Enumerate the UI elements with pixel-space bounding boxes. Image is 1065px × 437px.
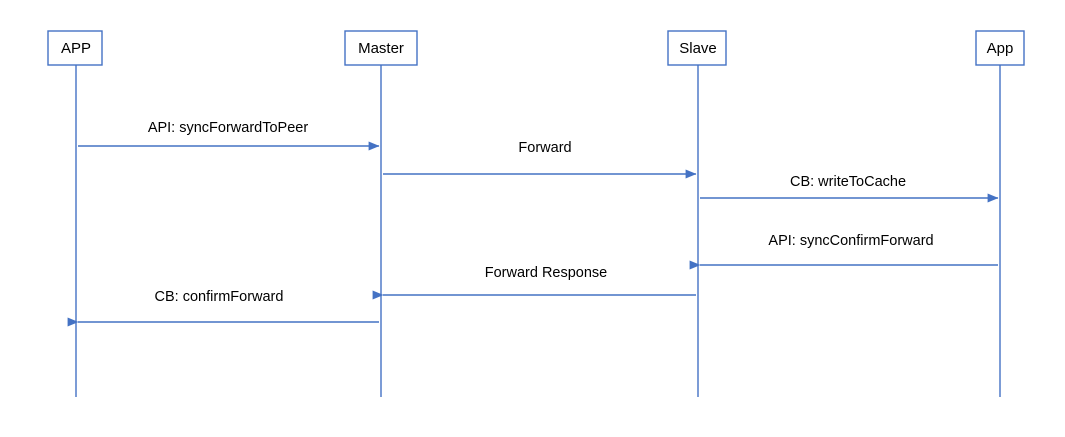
message-m3[interactable]: CB: writeToCache — [700, 174, 999, 203]
message-label-m5: Forward Response — [485, 265, 608, 281]
actor-box-master[interactable] — [344, 30, 418, 66]
actor-label-slave: Slave — [679, 40, 717, 57]
actor-box-slave[interactable] — [667, 30, 727, 66]
actor-label-app_left: APP — [61, 40, 91, 57]
message-m5[interactable]: Forward Response — [372, 265, 696, 300]
message-m2[interactable]: Forward — [383, 140, 697, 179]
actor-app_right[interactable]: App — [975, 30, 1025, 397]
message-label-m3: CB: writeToCache — [790, 174, 906, 190]
actor-app_left[interactable]: APP — [47, 30, 103, 397]
message-label-m2: Forward — [518, 140, 571, 156]
actor-master[interactable]: Master — [344, 30, 418, 397]
message-label-m6: CB: confirmForward — [155, 289, 284, 305]
actor-label-app_right: App — [987, 40, 1014, 57]
message-m6[interactable]: CB: confirmForward — [67, 289, 379, 327]
message-label-m4: API: syncConfirmForward — [768, 233, 933, 249]
actor-box-app_left[interactable] — [47, 30, 103, 66]
actor-label-master: Master — [358, 40, 404, 57]
actor-box-app_right[interactable] — [975, 30, 1025, 66]
message-label-m1: API: syncForwardToPeer — [148, 120, 309, 136]
actor-slave[interactable]: Slave — [667, 30, 727, 397]
message-m1[interactable]: API: syncForwardToPeer — [78, 120, 380, 151]
message-m4[interactable]: API: syncConfirmForward — [689, 233, 998, 270]
